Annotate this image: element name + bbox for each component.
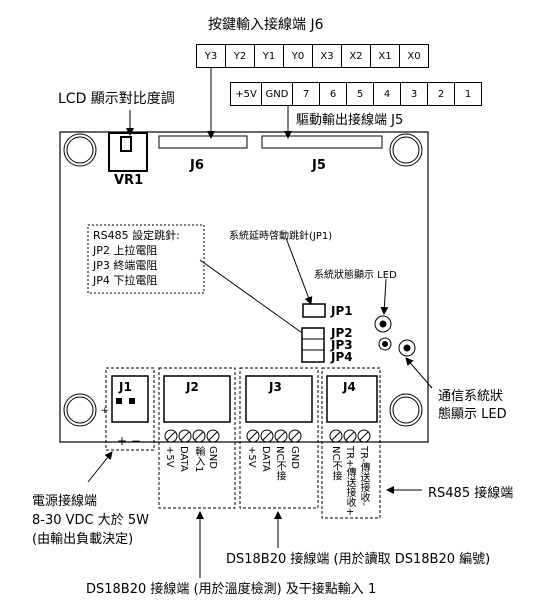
j5-pin-row: +5V GND 7 6 5 4 3 2 1 — [230, 82, 482, 106]
jp1-label: JP1 — [331, 304, 353, 318]
j4-pin-label: NC不接 — [330, 446, 341, 481]
j4-screws — [329, 429, 371, 443]
comm-led-label-line: 態顯示 LED — [438, 407, 507, 422]
rs485-terminal-label: RS485 接線端 — [428, 486, 514, 501]
j3-body — [245, 375, 313, 423]
ds18b20-temp-label: DS18B20 接線端 (用於溫度檢測) 及干接點輸入 1 — [86, 582, 377, 597]
j5-board-label: J5 — [312, 158, 326, 173]
j2-pin-label: 輸入1 — [193, 446, 204, 473]
power-terminal-line: 電源接線端 — [32, 494, 98, 509]
power-terminal-line: 8-30 VDC 大於 5W — [32, 513, 150, 528]
j6-connector-title: 按鍵輸入接線端 J6 — [208, 17, 324, 33]
j2-screws — [164, 429, 220, 443]
comm-led-label: 通信系統狀 態顯示 LED — [438, 388, 507, 424]
j4-label: J4 — [343, 380, 356, 394]
j4-pin-label: TR-傳送接收- — [358, 446, 369, 506]
lcd-contrast-label: LCD 顯示對比度調 — [58, 91, 175, 107]
j3-pin-label: NC不接 — [274, 446, 285, 481]
j6-header — [158, 135, 248, 149]
j6-pin: X0 — [399, 44, 429, 68]
j6-pin: Y1 — [254, 44, 284, 68]
power-terminal-label: 電源接線端 8-30 VDC 大於 5W (由輸出負載決定) — [32, 492, 149, 549]
rs485-jumper-box — [87, 224, 205, 294]
j6-board-label: J6 — [190, 158, 204, 173]
j3-label: J3 — [269, 380, 282, 394]
jp234-jumpers — [301, 327, 325, 363]
j5-pin: 6 — [319, 82, 347, 106]
j5-pin: 2 — [427, 82, 455, 106]
j1-pin-labels: + − — [117, 434, 141, 448]
j6-pin: Y0 — [283, 44, 313, 68]
vr1-label: VR1 — [114, 173, 144, 188]
rs485-jumper-line: JP4 下拉電阻 — [93, 274, 158, 287]
rs485-jumper-title: RS485 設定跳針: — [93, 229, 180, 242]
j2-label: J2 — [186, 380, 199, 394]
pcb-outline — [59, 131, 429, 443]
jp2-label: JP2 — [331, 326, 353, 340]
j5-pin: 1 — [454, 82, 482, 106]
j6-pin: X2 — [341, 44, 371, 68]
j5-pin: 3 — [400, 82, 428, 106]
j1-plus-mark: + — [101, 406, 109, 416]
rs485-jumper-text: RS485 設定跳針: JP2 上拉電阻 JP3 終端電阻 JP4 下拉電阻 — [93, 228, 180, 288]
j5-pin: 5 — [346, 82, 374, 106]
j4-pin-label: TR+傳送接收+ — [344, 446, 355, 516]
j4-frame — [321, 367, 381, 519]
j4-body — [326, 375, 378, 423]
j5-pin: +5V — [230, 82, 262, 106]
j3-pin-label: +5V — [246, 446, 257, 468]
j6-pin: X1 — [370, 44, 400, 68]
jp1-jumper — [302, 303, 326, 318]
comm-led-a — [378, 337, 392, 351]
jp3-label: JP3 — [331, 338, 353, 352]
jp4-label: JP4 — [331, 350, 353, 364]
j3-pin-label: GND — [289, 446, 300, 469]
j6-pin: Y2 — [225, 44, 255, 68]
mounting-holes — [63, 133, 423, 427]
j6-pin: X3 — [312, 44, 342, 68]
j1-label: J1 — [119, 380, 132, 394]
j5-header — [261, 135, 383, 149]
j5-pin: GND — [261, 82, 293, 106]
status-led — [374, 315, 392, 333]
status-led-label: 系統狀態顯示 LED — [314, 270, 397, 281]
j6-pin-row: Y3 Y2 Y1 Y0 X3 X2 X1 X0 — [196, 44, 429, 68]
j2-pin-label: +5V — [164, 446, 175, 468]
j2-pin-label: GND — [207, 446, 218, 469]
j2-frame — [158, 367, 236, 509]
comm-led-b — [398, 339, 416, 357]
comm-led-label-line: 通信系統狀 — [438, 389, 504, 404]
j5-connector-title: 驅動輸出接線端 J5 — [296, 113, 404, 128]
j5-pin: 7 — [292, 82, 320, 106]
j5-pin: 4 — [373, 82, 401, 106]
ds18b20-read-label: DS18B20 接線端 (用於讀取 DS18B20 編號) — [226, 552, 491, 567]
jp1-callout-label: 系統延時啓動跳針(JP1) — [229, 231, 333, 242]
j2-body — [163, 375, 231, 423]
j3-screws — [246, 429, 302, 443]
j3-pin-label: DATA — [260, 446, 271, 472]
power-terminal-line: (由輸出負載決定) — [32, 532, 134, 547]
rs485-jumper-line: JP3 終端電阻 — [93, 259, 158, 272]
j6-pin: Y3 — [196, 44, 226, 68]
j2-pin-label: DATA — [178, 446, 189, 472]
j3-frame — [239, 367, 319, 509]
rs485-jumper-line: JP2 上拉電阻 — [93, 244, 158, 257]
